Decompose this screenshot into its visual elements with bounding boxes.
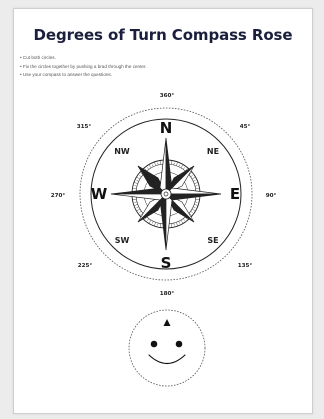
tick-mark <box>192 177 195 179</box>
tick-mark <box>181 220 183 223</box>
south-label: S <box>161 254 172 272</box>
degree-label-135: 135° <box>238 263 253 269</box>
northeast-label: NE <box>207 147 219 156</box>
tick-mark <box>174 223 175 225</box>
southwest-label: SW <box>115 236 130 245</box>
tick-mark <box>174 163 175 165</box>
degree-label-225: 225° <box>78 263 93 269</box>
right-eye-icon <box>176 341 183 348</box>
tick-mark <box>139 175 141 176</box>
tick-mark <box>196 188 200 189</box>
tick-mark <box>152 165 153 167</box>
north-label: N <box>160 119 173 137</box>
west-label: W <box>91 185 108 203</box>
tick-mark <box>137 209 140 211</box>
tick-mark <box>149 165 151 168</box>
tick-mark <box>176 222 177 226</box>
northwest-label: NW <box>114 147 130 156</box>
tick-mark <box>179 165 180 167</box>
tick-mark <box>154 162 155 166</box>
tick-mark <box>152 221 153 223</box>
degree-label-315: 315° <box>77 124 92 130</box>
tick-mark <box>147 167 148 169</box>
tick-mark <box>160 224 161 228</box>
center-dot <box>164 192 168 196</box>
tick-mark <box>179 221 180 223</box>
degree-label-270: 270° <box>51 193 66 199</box>
tick-mark <box>196 199 200 200</box>
degree-label-90: 90° <box>266 193 277 199</box>
tick-mark <box>194 182 198 183</box>
tick-mark <box>183 219 184 221</box>
tick-mark <box>192 209 195 211</box>
degree-label-45: 45° <box>240 124 251 130</box>
tick-mark <box>154 222 155 226</box>
tick-mark <box>195 186 197 187</box>
tick-mark <box>195 202 197 203</box>
tick-mark <box>134 182 138 183</box>
tick-mark <box>158 223 159 225</box>
southeast-label: SE <box>207 236 218 245</box>
degree-label-360: 360° <box>160 93 175 99</box>
tick-mark <box>158 163 159 165</box>
tick-mark <box>134 204 138 205</box>
tick-mark <box>135 186 137 187</box>
worksheet-page: Degrees of Turn Compass Rose Cut both ci… <box>13 8 313 414</box>
tick-mark <box>181 165 183 168</box>
tick-mark <box>149 220 151 223</box>
left-eye-icon <box>151 341 158 348</box>
tick-mark <box>194 204 198 205</box>
tick-mark <box>133 188 137 189</box>
tick-mark <box>137 177 140 179</box>
tick-mark <box>147 219 148 221</box>
tick-mark <box>135 202 137 203</box>
degree-label-180: 180° <box>160 291 175 297</box>
tick-mark <box>191 211 193 212</box>
compass-rose-figure: N S W E NW NE SW SE 360° 45° 90° 135° 18… <box>14 9 312 413</box>
tick-mark <box>139 211 141 212</box>
tick-mark <box>171 224 172 228</box>
tick-mark <box>183 167 184 169</box>
east-label: E <box>230 185 240 203</box>
tick-mark <box>191 175 193 176</box>
tick-mark <box>176 162 177 166</box>
tick-mark <box>137 207 139 208</box>
tick-mark <box>171 161 172 165</box>
smiley-pointer-circle <box>129 310 205 386</box>
tick-mark <box>193 180 195 181</box>
tick-mark <box>133 199 137 200</box>
tick-mark <box>193 207 195 208</box>
tick-mark <box>160 161 161 165</box>
tick-mark <box>137 180 139 181</box>
